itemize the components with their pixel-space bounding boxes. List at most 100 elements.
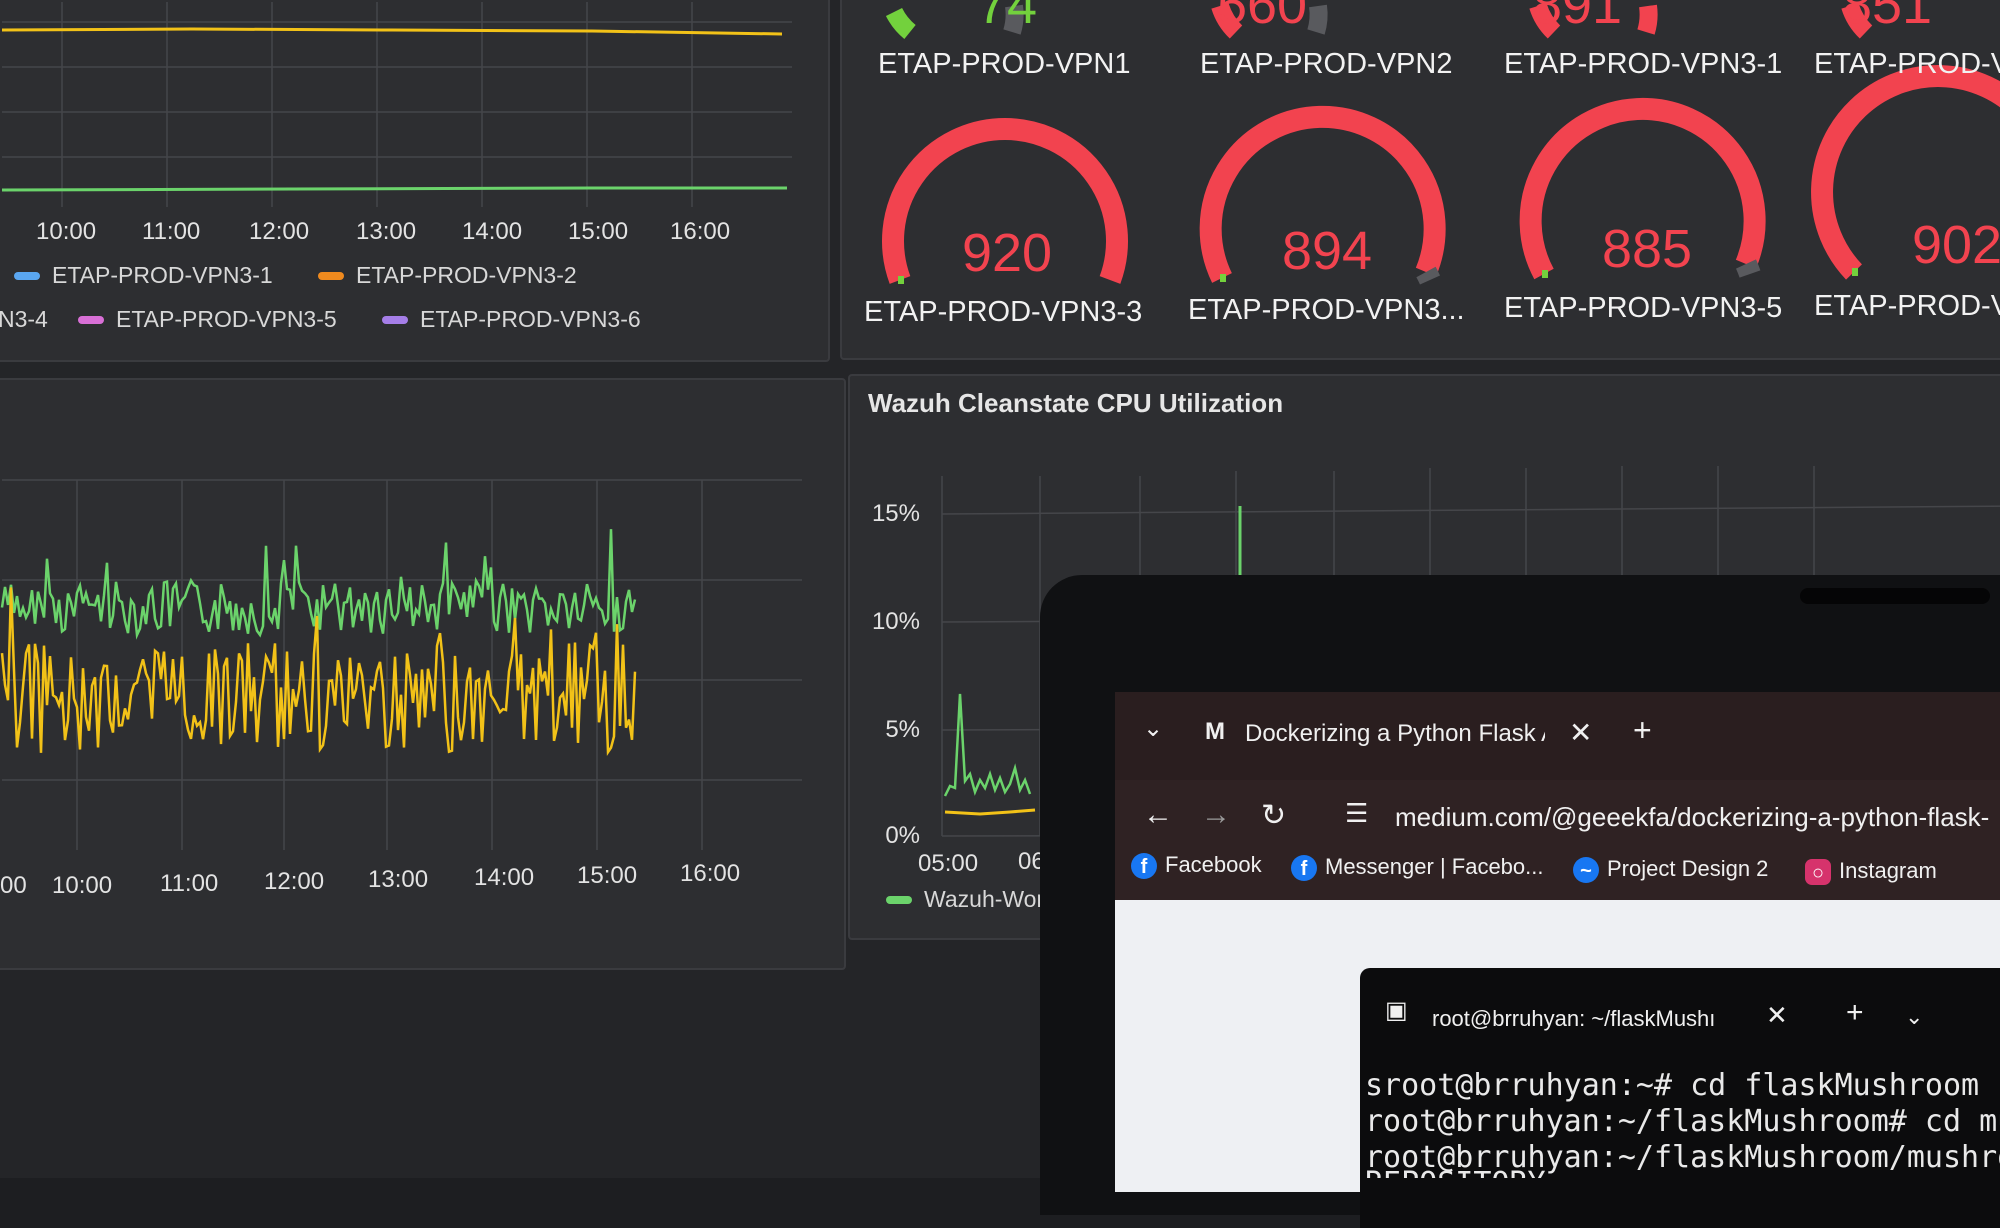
legend-swatch (14, 271, 40, 280)
bookmarks-bar: f Facebook f Messenger | Facebo... ~Projec… (1115, 840, 2000, 900)
bookmark-label: Facebook (1165, 852, 1262, 877)
facebook-icon: f (1131, 853, 1157, 880)
panel-title: Wazuh Cleanstate CPU Utilization (868, 388, 1284, 418)
series-line-yellow (0, 587, 637, 756)
close-tab-icon[interactable]: ✕ (1569, 717, 1593, 748)
site-settings-icon[interactable]: ☰ (1345, 798, 1369, 828)
terminal-line: sroot@brruhyan:~# cd flaskMushroom (1365, 1068, 1980, 1103)
x-tick: 14:00 (462, 218, 523, 245)
messenger-icon: f (1291, 855, 1317, 882)
gauge-name: ETAP-PROD-VPN3-5 (1504, 292, 1783, 324)
gauge-arc-vpn3-1 (1529, 2, 1561, 39)
legend-swatch (78, 315, 104, 324)
gauge-value: 74 (976, 0, 1038, 35)
legend-label: ETAP-PROD-VPN3-5 (116, 306, 337, 332)
legend-label: ETAP-PROD-VPN3-6 (420, 306, 641, 332)
bookmark-instagram[interactable]: ○ Instagram (1805, 858, 1937, 886)
legend-swatch (886, 895, 912, 904)
url-field[interactable]: medium.com/@geeekfa/dockerizing-a-python… (1395, 802, 1990, 832)
close-terminal-tab-icon[interactable]: ✕ (1766, 1000, 1788, 1030)
terminal-line: REPOSITORY (1365, 1166, 1546, 1178)
legend-label: ETAP-PROD-VPN3-1 (52, 262, 273, 288)
bookmark-facebook[interactable]: f Facebook (1131, 852, 1262, 880)
y-tick: 15% (871, 500, 920, 527)
y-tick: 0% (885, 822, 920, 849)
gauge-name: ETAP-PROD-VPN1 (878, 48, 1131, 80)
legend-label: ETAP-PROD-VPN3-2 (356, 262, 577, 288)
legend-item[interactable]: ETAP-PROD-VPN3-1 (14, 262, 273, 289)
instagram-icon: ○ (1805, 859, 1831, 886)
gauge-arc-vpn3-x2-track (1416, 266, 1441, 285)
bookmark-project-design[interactable]: ~Project Design 2 (1573, 856, 1769, 884)
terminal-dropdown-icon[interactable]: ⌄ (1905, 1004, 1924, 1029)
x-tick: 00 (0, 872, 27, 899)
y-tick: 10% (871, 608, 920, 635)
tab-list-chevron-icon[interactable]: ⌄ (1143, 715, 1164, 742)
cpu-series-green (943, 693, 1032, 797)
gauge-name: ETAP-PROD-VPN2 (1200, 48, 1453, 80)
gauge-value: 885 (1601, 219, 1693, 279)
gauge-arc-vpn3-x2 (1199, 105, 1446, 283)
x-tick: 16:00 (670, 218, 731, 245)
terminal-icon: ▣ (1385, 997, 1408, 1024)
y-tick: 5% (885, 716, 920, 743)
gauge-name: ETAP-PROD-VPN3-3 (864, 296, 1143, 328)
bookmark-label: Project Design 2 (1607, 856, 1769, 881)
bookmark-label: Instagram (1839, 858, 1937, 883)
legend-item[interactable]: ETAP-PROD-VPN3-5 (78, 306, 337, 333)
top-left-timeseries-panel: 10:00 11:00 12:00 13:00 14:00 15:00 16:0… (0, 0, 830, 362)
gauge-name: ETAP-PROD-V (1814, 290, 2000, 322)
x-tick: 12:00 (249, 218, 310, 245)
gauge-arc-vpn3-x (1841, 2, 1873, 39)
x-tick: 11:00 (160, 870, 219, 897)
series-line-yellow (1, 27, 783, 36)
x-tick: 05:00 (918, 850, 979, 877)
gauge-arc-vpn1-track (1003, 4, 1024, 35)
legend-swatch (318, 271, 344, 280)
x-tick: 12:00 (264, 868, 325, 895)
x-tick: 15:00 (577, 862, 638, 889)
x-tick: 10:00 (36, 218, 97, 245)
terminal-tab[interactable]: root@brruhyan: ~/flaskMushı (1432, 1006, 1716, 1031)
tab-bar: ⌄ M Dockerizing a Python Flask App ✕ + (1115, 692, 2000, 780)
gauge-value: 560 (1216, 0, 1308, 35)
gauge-arc-vpn1 (885, 7, 917, 39)
gauge-arc-vpn2 (1211, 2, 1243, 39)
gauge-arc-vpn3-5 (1519, 97, 1766, 280)
series-line-green (1, 186, 787, 192)
new-terminal-tab-icon[interactable]: + (1846, 996, 1864, 1029)
x-tick: 13:00 (356, 218, 417, 245)
terminal-line: root@brruhyan:~/flaskMushroom/mushroo (1365, 1140, 2000, 1175)
legend-item[interactable]: ETAP-PROD-VPN3-6 (382, 306, 641, 333)
x-tick: 13:00 (368, 866, 429, 893)
bookmark-messenger[interactable]: f Messenger | Facebo... (1291, 854, 1544, 882)
x-tick: 11:00 (142, 218, 201, 245)
laptop-camera-notch (1800, 588, 1990, 604)
legend-item[interactable]: N3-4 (0, 306, 48, 333)
legend-item[interactable]: Wazuh-Wor (886, 886, 1044, 913)
gauge-name: ETAP-PROD-VPN3-1 (1504, 48, 1783, 80)
cpu-series-yellow (944, 808, 1036, 816)
legend-label: Wazuh-Wor (924, 886, 1045, 912)
bottom-left-timeseries-panel: 00 10:00 11:00 12:00 13:00 14:00 15:00 1… (0, 378, 846, 970)
gauge-value: 902 (1911, 215, 2000, 275)
gauge-value: 894 (1281, 221, 1373, 281)
bookmark-label: Messenger | Facebo... (1325, 854, 1544, 879)
legend-item[interactable]: ETAP-PROD-VPN3-2 (318, 262, 577, 289)
new-tab-icon[interactable]: + (1633, 712, 1652, 748)
gauge-name: ETAP-PROD-VPN3... (1188, 294, 1465, 326)
x-tick: 16:00 (680, 860, 741, 887)
series-line-green (0, 529, 637, 640)
gauge-arc-vpn3-3 (882, 118, 1128, 284)
legend-swatch (382, 315, 408, 324)
tab-dockerizing[interactable]: Dockerizing a Python Flask App (1245, 720, 1545, 747)
reload-icon[interactable]: ↻ (1261, 799, 1287, 832)
top-left-chart (1, 2, 792, 207)
bottom-left-chart (0, 479, 802, 850)
back-icon[interactable]: ← (1143, 798, 1173, 831)
x-tick: 15:00 (568, 218, 629, 245)
forward-icon[interactable]: → (1201, 798, 1231, 831)
gauge-value: 851 (1841, 0, 1933, 35)
terminal-line: root@brruhyan:~/flaskMushroom# cd mus (1365, 1104, 2000, 1139)
legend-label: N3-4 (0, 306, 48, 332)
